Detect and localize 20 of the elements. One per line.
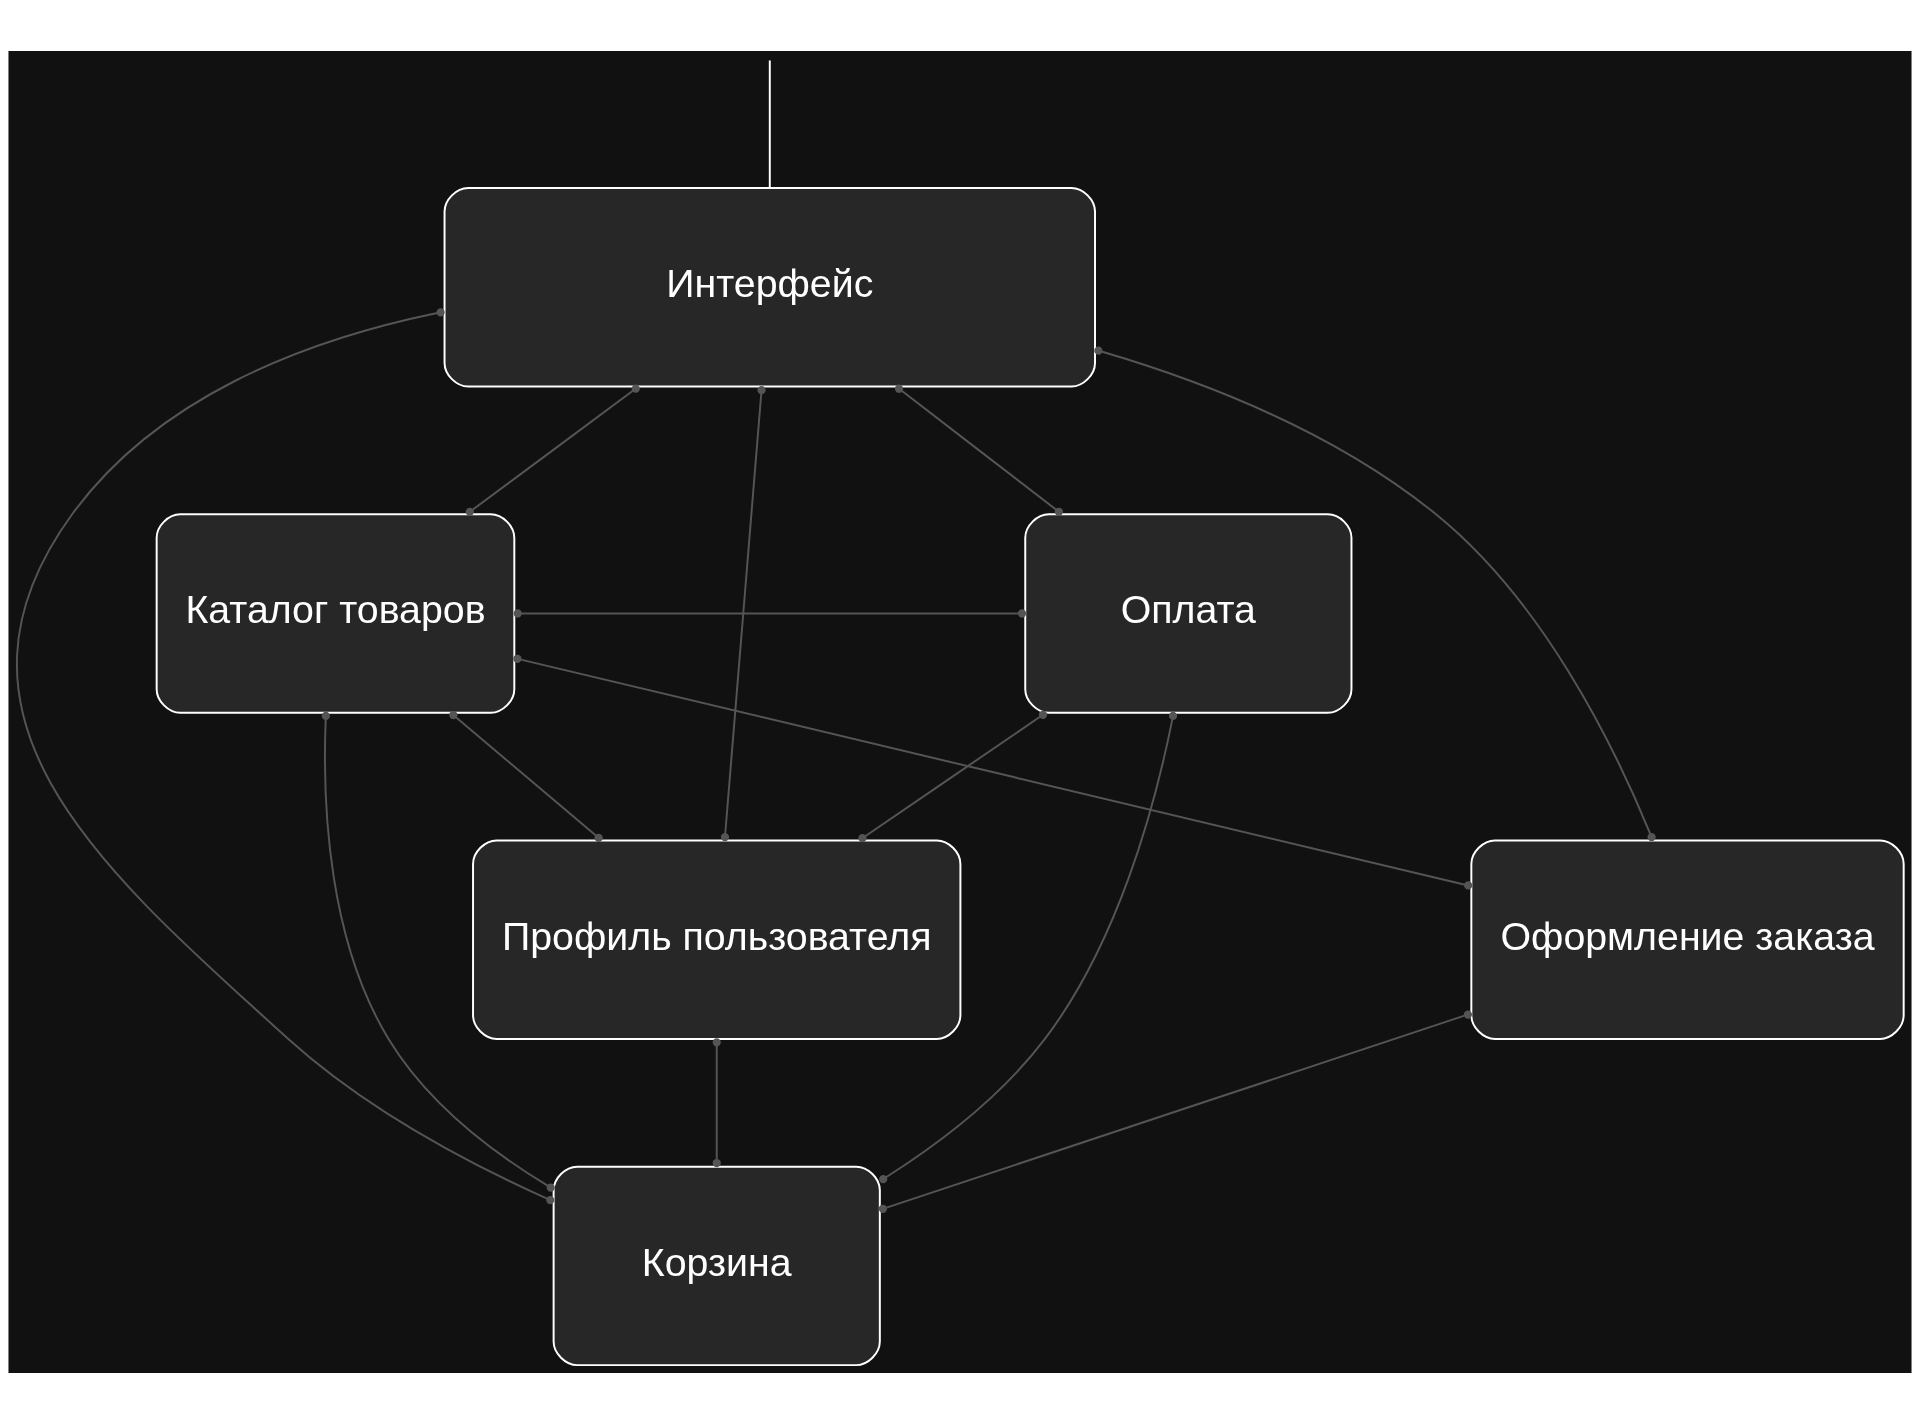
connector [878,1009,1472,1213]
connector [768,58,771,189]
node-box: Корзина [552,1165,881,1366]
connector [16,307,555,1204]
node-box: Оплата [1024,512,1353,714]
connector [712,1037,721,1167]
connector [858,710,1048,842]
connector [1094,346,1656,841]
node-box: Каталог товаров [155,512,516,714]
connector [879,711,1178,1183]
connector [513,608,1027,618]
node-box: Интерфейс [443,186,1096,387]
connector [894,384,1063,516]
connector [465,384,640,516]
node-box: Оформление заказа [1470,838,1905,1040]
connector [449,710,603,842]
node-box: Профиль пользователя [472,838,962,1040]
connector [513,654,1473,890]
connector [321,711,555,1192]
connector [720,385,766,841]
